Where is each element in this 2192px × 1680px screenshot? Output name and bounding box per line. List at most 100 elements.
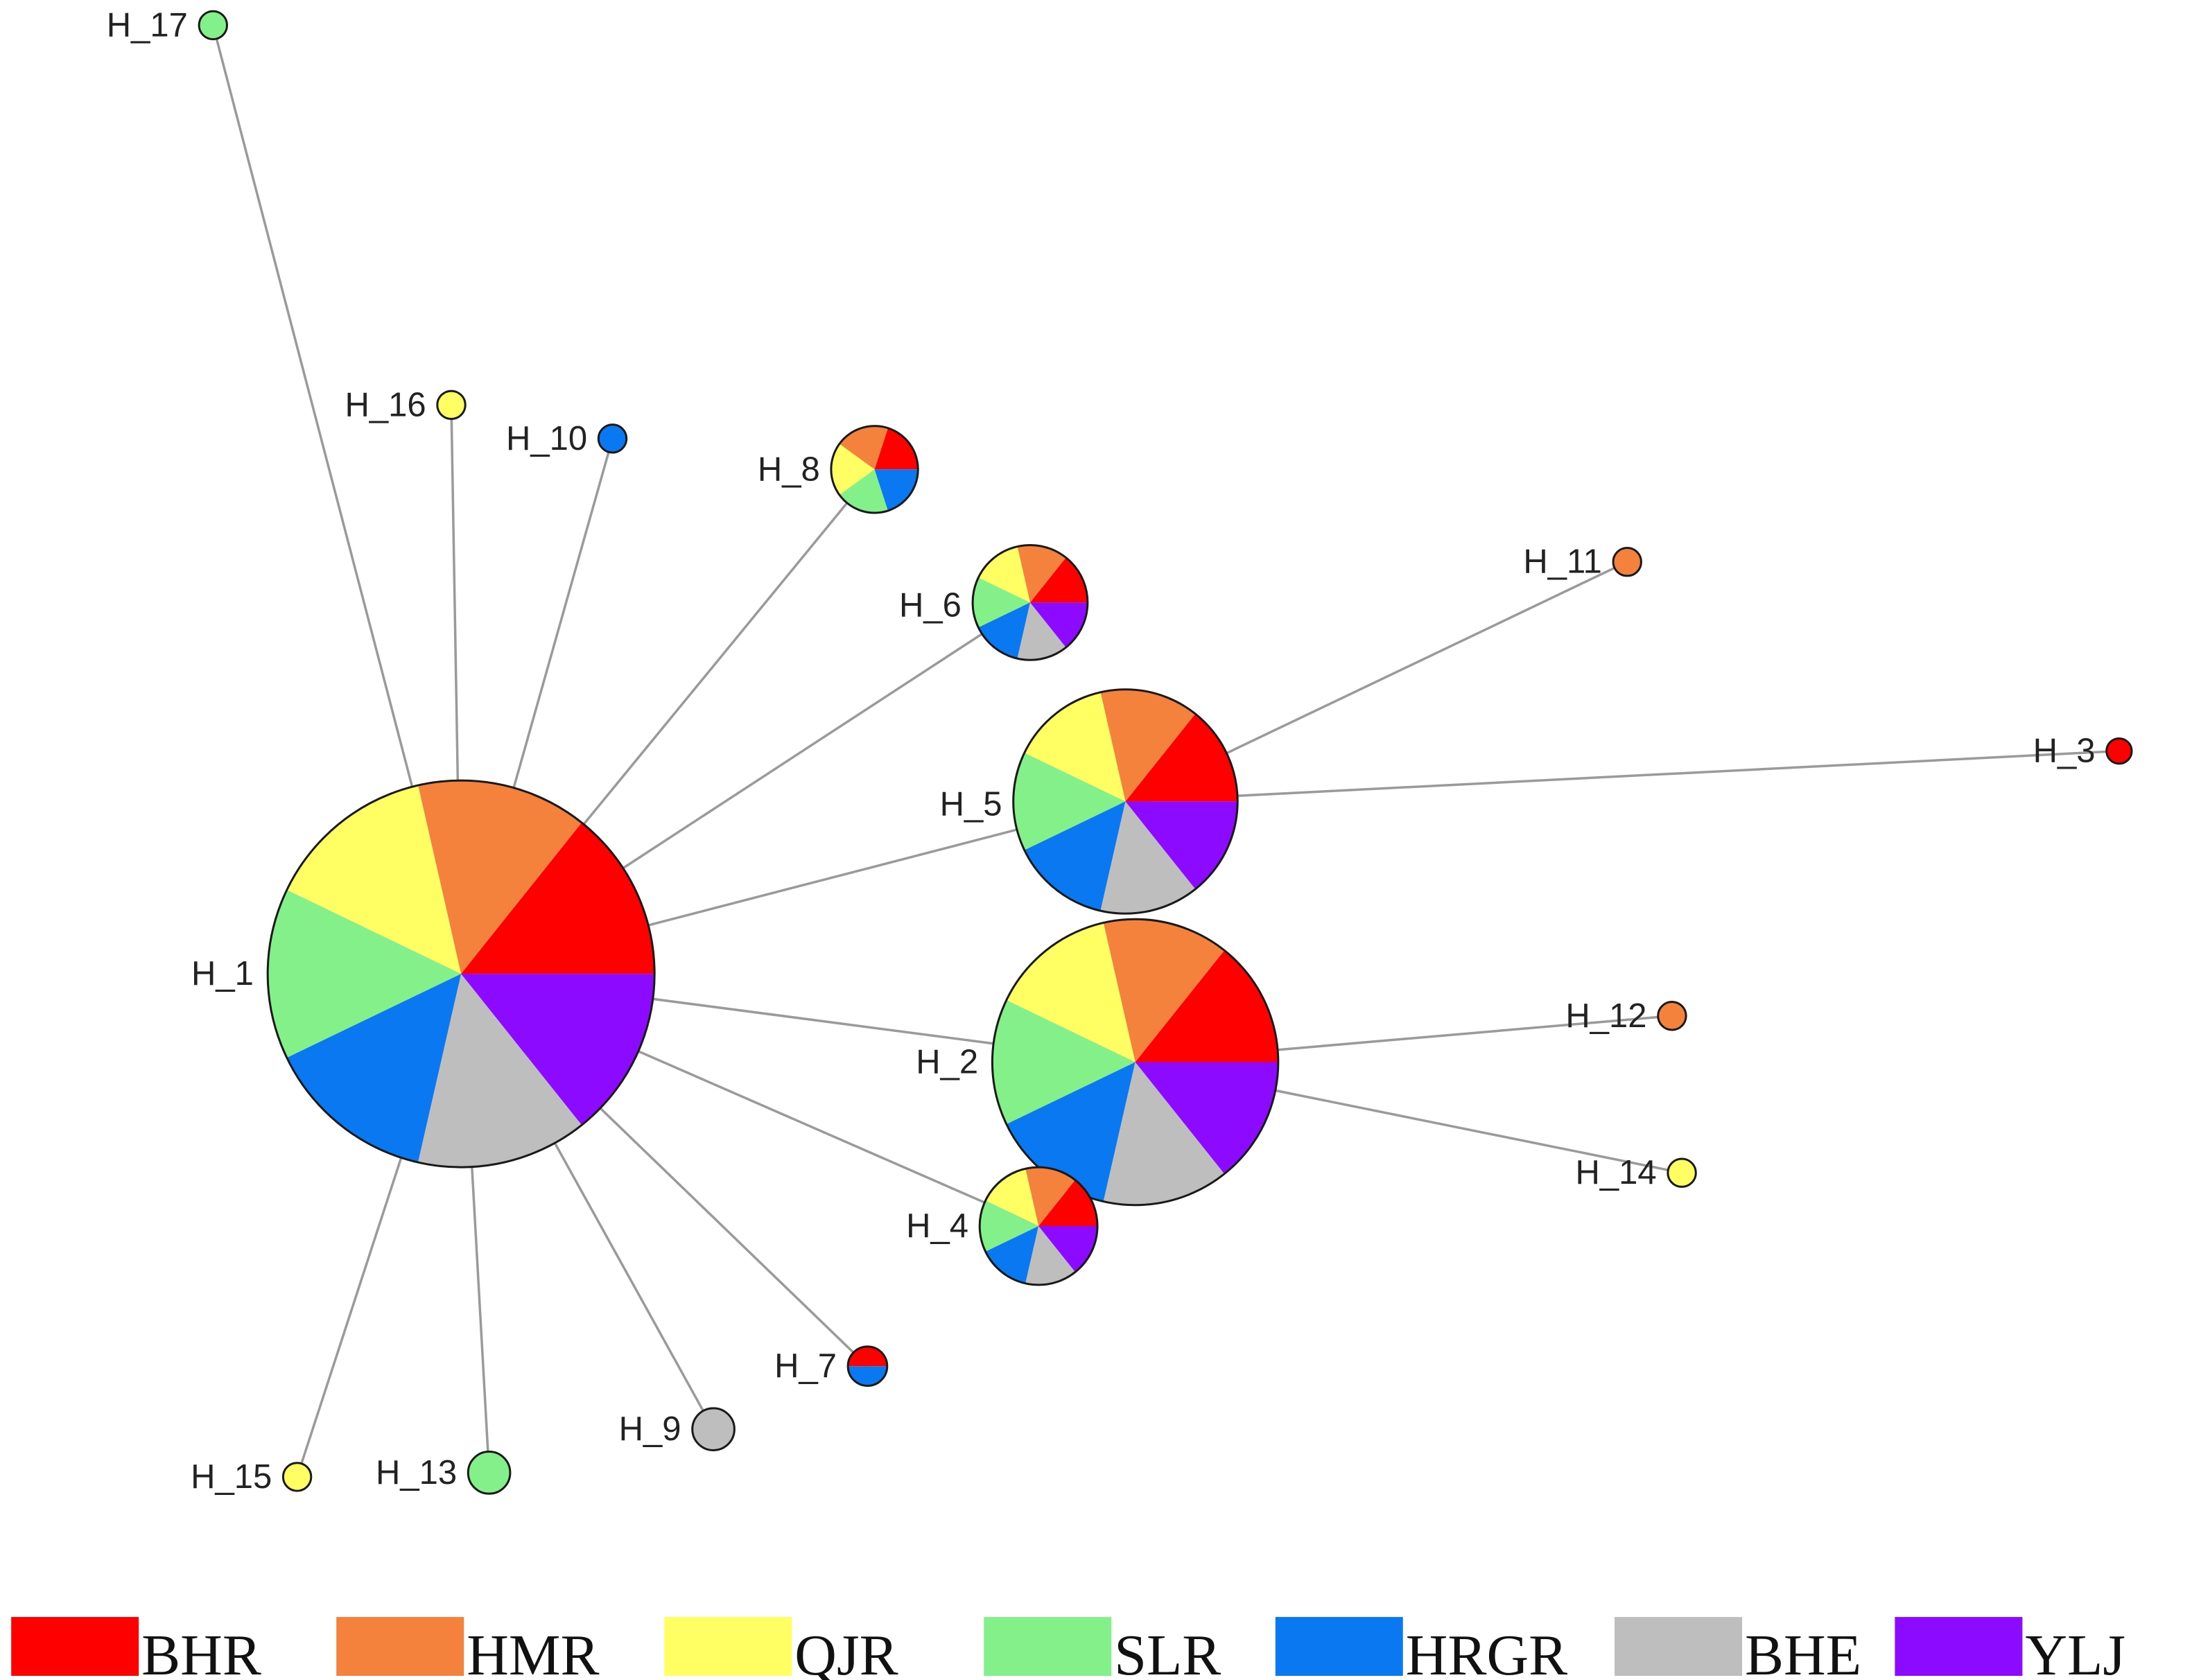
slice-qjr [830, 444, 875, 496]
edge-H_5-H_3 [1125, 749, 2119, 803]
slice-bhr [461, 822, 655, 974]
slice-bhr [848, 1346, 887, 1367]
slice-bhe [418, 974, 582, 1168]
haplotype-node-h-5: H_5 [940, 688, 1239, 915]
slice-qjr [437, 391, 466, 419]
node-outline [2105, 737, 2133, 765]
slice-slr [468, 1451, 510, 1494]
legend-item-bhr: BHR [11, 1617, 261, 1680]
slice-bhe [692, 1408, 735, 1451]
slice-hmr [839, 426, 888, 470]
slice-bhe [1103, 1062, 1225, 1205]
haplotype-label: H_8 [758, 450, 820, 488]
slice-hmr [1100, 689, 1196, 802]
haplotype-node-h-2: H_2 [916, 918, 1280, 1207]
slice-hrgr [848, 1366, 887, 1386]
slice-ylj [1125, 801, 1238, 889]
node-outline [1667, 1157, 1697, 1188]
haplotype-label: H_7 [774, 1347, 837, 1385]
haplotype-node-h-13: H_13 [376, 1451, 512, 1495]
node-outline [1612, 547, 1642, 577]
slice-qjr [283, 1462, 311, 1491]
legend-swatch [664, 1617, 792, 1676]
node-outline [467, 1451, 512, 1495]
slice-bhr [1029, 557, 1088, 603]
haplotype-label: H_11 [1523, 543, 1602, 581]
haplotype-label: H_12 [1565, 997, 1646, 1035]
node-outline [978, 1166, 1099, 1286]
haplotype-node-h-1: H_1 [191, 779, 656, 1169]
legend-item-qjr: QJR [664, 1617, 898, 1680]
slice-hrgr [874, 469, 919, 511]
slice-bhe [1017, 602, 1066, 660]
slice-hmr [1658, 1001, 1687, 1030]
legend: BHR HMR QJR SLR HRGR BHE YLJ [11, 1617, 2125, 1680]
legend-label: BHE [1745, 1623, 1861, 1680]
slice-slr [980, 1200, 1039, 1252]
legend-label: SLR [1114, 1623, 1221, 1680]
slice-ylj [1135, 1062, 1278, 1174]
slice-slr [1013, 753, 1126, 850]
node-outline [991, 918, 1280, 1207]
slice-slr [839, 469, 888, 513]
haplotype-label: H_2 [916, 1043, 978, 1080]
node-outline [198, 10, 229, 41]
legend-label: HMR [467, 1623, 599, 1680]
node-outline [691, 1407, 736, 1451]
slice-qjr [1667, 1158, 1696, 1187]
slice-hmr [418, 780, 582, 974]
slice-slr [992, 1000, 1136, 1124]
haplotype-node-h-8: H_8 [758, 425, 919, 514]
legend-item-hrgr: HRGR [1275, 1617, 1567, 1680]
legend-swatch [1615, 1617, 1743, 1676]
haplotype-label: H_5 [940, 785, 1002, 823]
haplotype-node-h-11: H_11 [1523, 543, 1642, 581]
node-outline [846, 1345, 889, 1388]
legend-item-slr: SLR [984, 1617, 1221, 1680]
haplotype-node-h-3: H_3 [2033, 733, 2133, 770]
haplotype-label: H_16 [345, 386, 426, 423]
slice-hmr [1017, 545, 1066, 603]
node-outline [436, 390, 467, 420]
slice-slr [199, 11, 227, 40]
legend-swatch [1895, 1617, 2023, 1676]
haplotype-label: H_4 [906, 1207, 968, 1245]
slice-bhr [874, 428, 919, 470]
legend-label: QJR [794, 1623, 898, 1680]
haplotype-node-h-4: H_4 [906, 1166, 1099, 1286]
haplotype-node-h-16: H_16 [345, 386, 467, 423]
slice-bhr [1135, 950, 1278, 1062]
node-outline [1657, 1001, 1687, 1031]
haplotype-node-h-12: H_12 [1565, 997, 1687, 1035]
slice-bhr [2106, 738, 2132, 764]
legend-label: HRGR [1406, 1623, 1567, 1680]
slice-bhr [1125, 713, 1238, 802]
haplotype-label: H_3 [2033, 733, 2096, 770]
legend-swatch [1275, 1617, 1403, 1676]
node-outline [830, 425, 919, 514]
haplotype-label: H_14 [1576, 1154, 1657, 1191]
haplotype-node-h-10: H_10 [506, 420, 628, 457]
slice-ylj [1029, 602, 1088, 648]
haplotype-node-h-7: H_7 [774, 1345, 889, 1388]
haplotype-node-h-9: H_9 [619, 1407, 736, 1451]
haplotype-label: H_13 [376, 1454, 457, 1491]
legend-swatch [336, 1617, 464, 1676]
slice-slr [973, 577, 1030, 628]
haplotype-label: H_1 [191, 955, 254, 992]
node-outline [281, 1462, 313, 1492]
haplotype-label: H_6 [899, 586, 962, 624]
legend-item-hmr: HMR [336, 1617, 600, 1680]
legend-item-ylj: YLJ [1895, 1617, 2125, 1680]
legend-label: BHR [141, 1623, 261, 1680]
network-nodes: H_1H_2H_3H_4H_5H_6H_7H_8H_9H_10H_11H_12H… [107, 6, 2133, 1496]
node-outline [597, 423, 628, 454]
slice-bhe [1025, 1226, 1076, 1285]
node-outline [266, 779, 656, 1169]
haplotype-label: H_9 [619, 1410, 681, 1448]
legend-item-bhe: BHE [1615, 1617, 1861, 1680]
legend-swatch [11, 1617, 139, 1676]
slice-hrgr [598, 424, 627, 453]
haplotype-label: H_17 [107, 6, 188, 44]
